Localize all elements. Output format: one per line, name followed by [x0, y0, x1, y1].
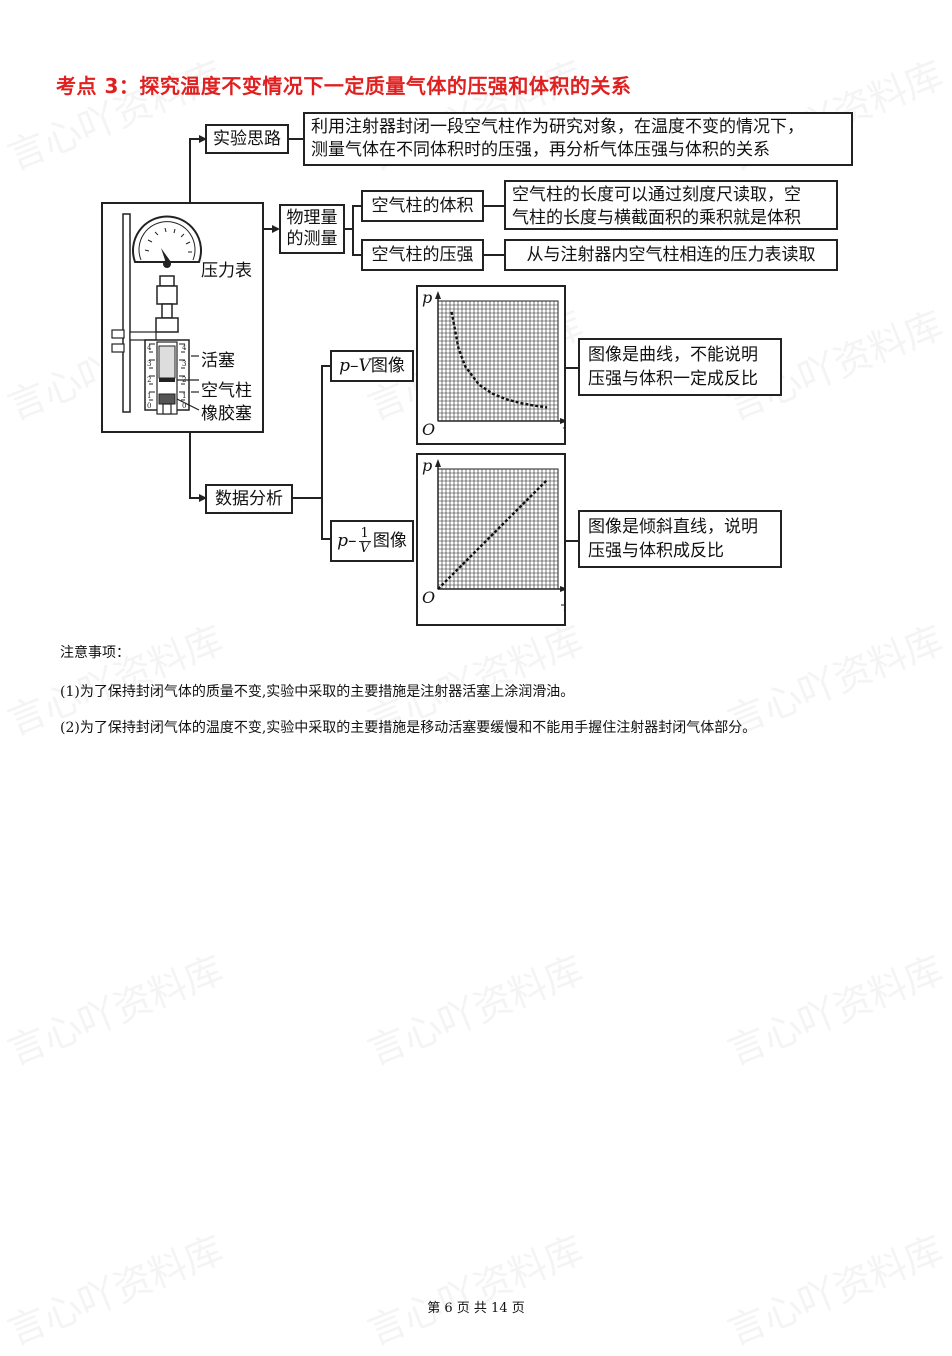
rubber-plug-label: 橡胶塞	[201, 404, 252, 424]
y-axis-arrow	[435, 459, 441, 467]
svg-text:3: 3	[182, 360, 186, 368]
watermark-text: 言心吖资料库	[1, 947, 230, 1074]
svg-text:0: 0	[182, 402, 186, 410]
pv-conclusion-box: 图像是曲线，不能说明 压强与体积一定成反比	[578, 338, 782, 396]
pressure-label-box: 空气柱的压强	[361, 239, 484, 271]
x-axis-arrow	[560, 418, 564, 424]
pv-graph-box: pO V	[416, 285, 566, 445]
y-axis-label: p	[422, 456, 432, 475]
pv-conclusion-line: 压强与体积一定成反比	[588, 369, 758, 389]
svg-text:3: 3	[147, 360, 151, 368]
volume-text-line: 气柱的长度与横截面积的乘积就是体积	[512, 208, 801, 228]
origin-label: O	[422, 420, 435, 439]
pinv-conclusion-line: 压强与体积成反比	[588, 541, 724, 561]
connector	[292, 497, 322, 499]
pinv-fraction-den: V	[359, 540, 370, 556]
watermark-text: 言心吖资料库	[1, 1227, 230, 1354]
x-axis-label-den: V	[563, 608, 564, 624]
data-curve	[437, 479, 548, 590]
svg-text:1: 1	[182, 392, 186, 400]
analysis-label-box: 数据分析	[205, 484, 293, 514]
connector	[483, 205, 505, 207]
pv-conclusion-line: 图像是曲线，不能说明	[588, 345, 758, 365]
connector	[352, 254, 362, 256]
svg-text:1: 1	[147, 392, 151, 400]
analysis-label: 数据分析	[215, 488, 283, 509]
watermark-text: 言心吖资料库	[721, 947, 950, 1074]
pinv-fraction-num: 1	[358, 525, 371, 542]
pinv-label-box: p– 1 V 图像	[330, 520, 414, 562]
volume-text-box: 空气柱的长度可以通过刻度尺读取，空 气柱的长度与横截面积的乘积就是体积	[504, 180, 838, 230]
connector	[352, 205, 354, 255]
svg-text:4: 4	[182, 344, 187, 352]
pv-graph: pO V	[422, 288, 564, 443]
origin-label: O	[422, 588, 435, 607]
pv-label-box: p–V图像	[330, 350, 414, 382]
pv-label-math: p	[339, 355, 351, 376]
page-footer: 第 6 页 共 14 页	[427, 1301, 525, 1316]
air-column-label: 空气柱	[201, 381, 252, 401]
connector	[483, 254, 505, 256]
pinv-fraction: 1 V	[358, 525, 371, 556]
connector	[189, 138, 191, 202]
connector	[343, 228, 353, 230]
connector	[262, 228, 278, 230]
connector	[321, 365, 331, 367]
watermark-text: 言心吖资料库	[361, 947, 590, 1074]
pressure-text-box: 从与注射器内空气柱相连的压力表读取	[504, 239, 838, 271]
pressure-label: 空气柱的压强	[371, 244, 474, 265]
section-title: 考点 3：探究温度不变情况下一定质量气体的压强和体积的关系	[56, 74, 632, 98]
connector	[189, 138, 205, 140]
pv-label: p–V图像	[339, 355, 405, 376]
idea-text-box: 利用注射器封闭一段空气柱作为研究对象，在温度不变的情况下， 测量气体在不同体积时…	[303, 112, 853, 166]
idea-text-line: 利用注射器封闭一段空气柱作为研究对象，在温度不变的情况下，	[311, 117, 804, 137]
connector	[288, 138, 304, 140]
watermark-text: 言心吖资料库	[361, 1227, 590, 1354]
volume-label-box: 空气柱的体积	[361, 190, 484, 222]
measure-label-line: 物理量	[286, 208, 338, 228]
svg-text:2: 2	[147, 376, 151, 384]
note-item: (2)为了保持封闭气体的温度不变,实验中采取的主要措施是移动活塞要缓慢和不能用手…	[60, 720, 757, 736]
measure-label-line: 的测量	[286, 229, 338, 249]
pv-label-suffix: 图像	[370, 355, 405, 376]
pinv-graph-box: pO1V	[416, 453, 566, 626]
measure-label-box: 物理量 的测量	[279, 204, 345, 254]
y-axis-label: p	[422, 288, 432, 307]
idea-text-line: 测量气体在不同体积时的压强，再分析气体压强与体积的关系	[311, 140, 770, 160]
pinv-conclusion-box: 图像是倾斜直线，说明 压强与体积成反比	[578, 510, 782, 568]
svg-text:0: 0	[147, 402, 151, 410]
idea-label: 实验思路	[213, 128, 281, 149]
pinv-conclusion-line: 图像是倾斜直线，说明	[588, 517, 758, 537]
notes-heading: 注意事项：	[60, 645, 130, 661]
connector	[352, 205, 362, 207]
idea-label-box: 实验思路	[205, 124, 289, 154]
pinv-label-suffix: 图像	[372, 530, 407, 551]
svg-text:4: 4	[147, 344, 152, 352]
connector	[321, 365, 323, 539]
connector	[565, 540, 579, 542]
volume-text-line: 空气柱的长度可以通过刻度尺读取，空	[512, 185, 801, 205]
arrowheads	[199, 135, 280, 502]
connector	[189, 497, 205, 499]
gauge-label: 压力表	[201, 261, 252, 281]
connector	[565, 367, 579, 369]
y-axis-arrow	[435, 291, 441, 299]
connector	[321, 538, 331, 540]
connector	[189, 432, 191, 498]
watermark-text: 言心吖资料库	[721, 1227, 950, 1354]
note-item: (1)为了保持封闭气体的质量不变,实验中采取的主要措施是注射器活塞上涂润滑油。	[60, 684, 575, 700]
pressure-text: 从与注射器内空气柱相连的压力表读取	[526, 244, 816, 265]
data-curve	[450, 311, 548, 409]
piston-label: 活塞	[201, 351, 235, 371]
x-axis-label: V	[562, 424, 564, 443]
pinv-graph: pO1V	[422, 456, 564, 624]
x-axis-arrow	[560, 586, 564, 592]
volume-label: 空气柱的体积	[371, 195, 474, 216]
